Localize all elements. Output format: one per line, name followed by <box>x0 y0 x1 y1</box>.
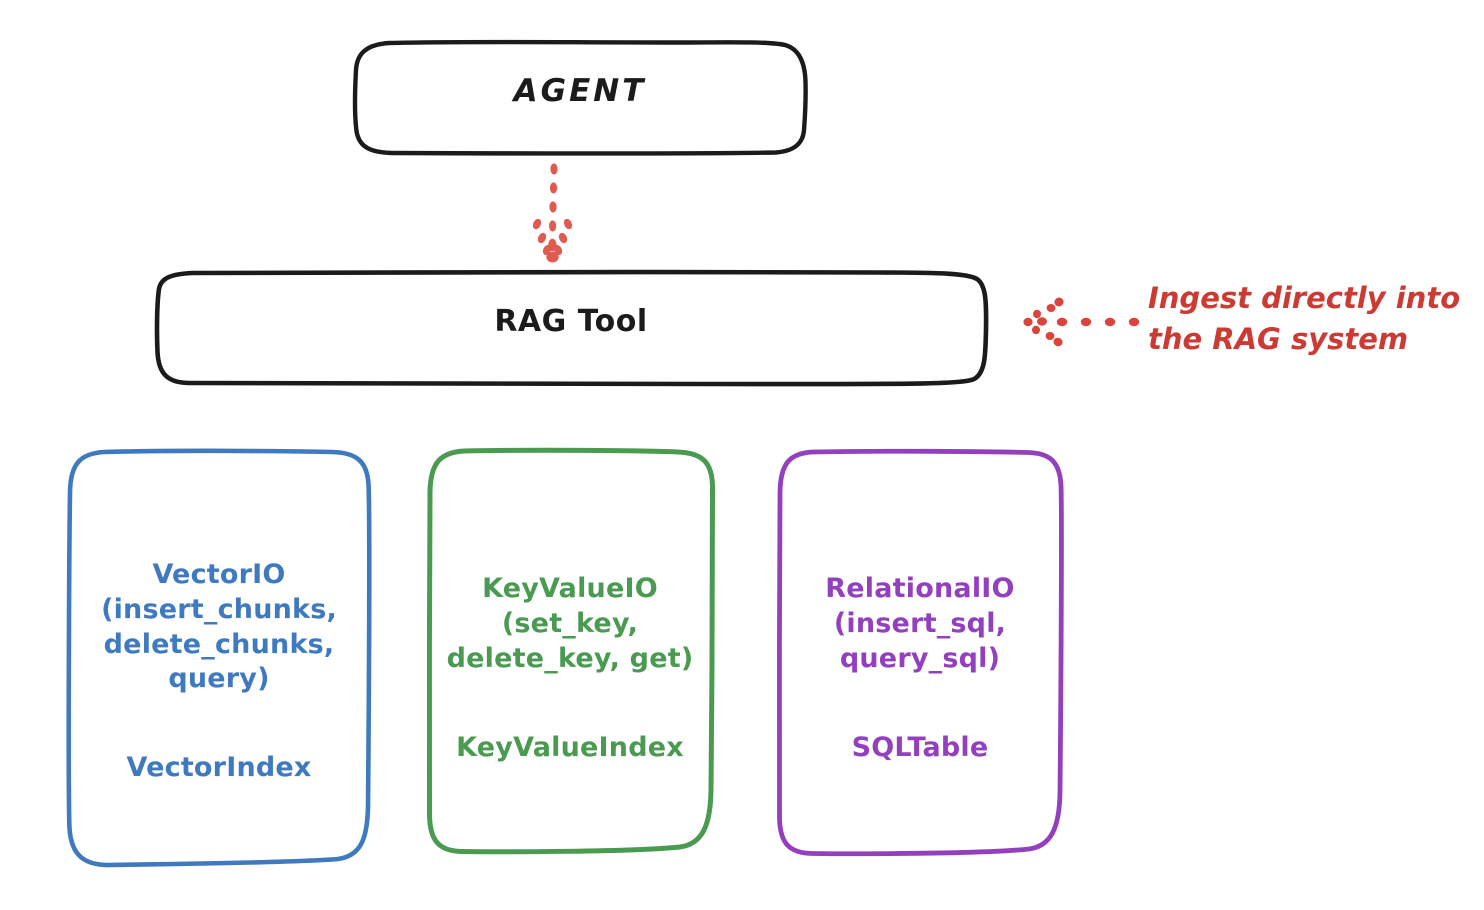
relational-io-box-outline <box>776 448 1064 857</box>
ingest-annotation-text: Ingest directly into the RAG system <box>1148 281 1461 357</box>
node-agent[interactable] <box>352 39 808 156</box>
node-relational-io[interactable] <box>776 448 1064 857</box>
vector-io-label: VectorIO (insert_chunks, delete_chunks, … <box>101 559 337 695</box>
key-value-io-label-group: KeyValueIO (set_key, delete_key, get) Ke… <box>428 552 712 786</box>
connector-ingest-arrow <box>1023 297 1140 347</box>
key-value-io-sublabel: KeyValueIndex <box>456 731 684 763</box>
key-value-io-box-outline <box>426 447 716 855</box>
agent-box-outline <box>352 39 808 156</box>
rag-tool-box-outline <box>154 269 989 387</box>
node-rag-tool[interactable] <box>154 269 989 387</box>
key-value-io-label: KeyValueIO (set_key, delete_key, get) <box>446 573 694 674</box>
relational-io-sublabel: SQLTable <box>851 731 989 763</box>
vector-io-sublabel: VectorIndex <box>126 752 312 784</box>
relational-io-label-group: RelationalIO (insert_sql, query_sql) SQL… <box>778 552 1062 786</box>
vector-io-box-outline <box>66 448 372 868</box>
node-key-value-io[interactable] <box>426 447 716 855</box>
node-vector-io[interactable] <box>66 448 372 868</box>
vector-io-label-group: VectorIO (insert_chunks, delete_chunks, … <box>68 538 370 806</box>
connector-agent-to-rag-tool <box>532 163 573 263</box>
agent-label: AGENT <box>513 73 647 109</box>
relational-io-label: RelationalIO (insert_sql, query_sql) <box>825 573 1015 674</box>
rag-tool-label: RAG Tool <box>494 304 648 339</box>
